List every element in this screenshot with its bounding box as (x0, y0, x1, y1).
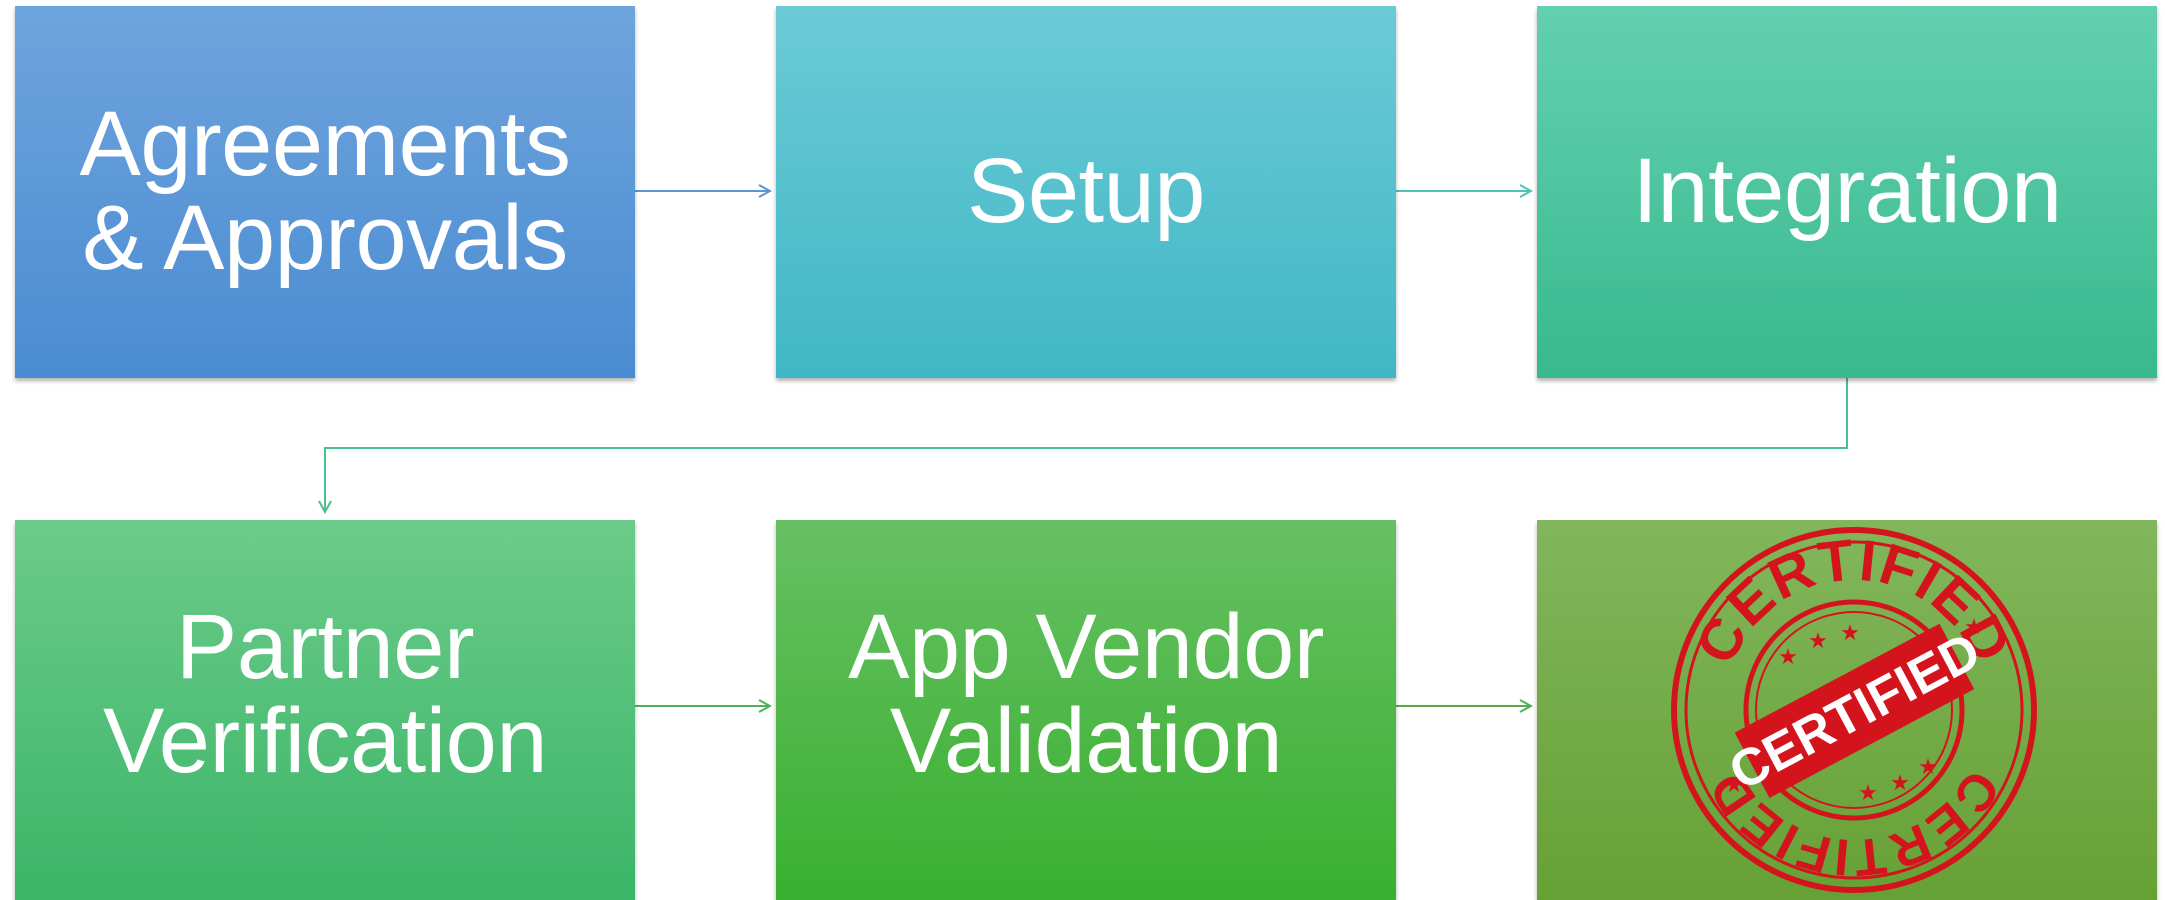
step-agreements-approvals: Agreements & Approvals (15, 6, 635, 378)
step-label-line: Verification (102, 690, 548, 792)
step-partner-verification: Partner Verification (15, 520, 635, 900)
step-label-line: Setup (967, 140, 1205, 243)
step-integration: Integration (1537, 6, 2157, 378)
step-label: Integration (1632, 140, 2062, 243)
stamp-inner-text: CERTIFIED (1720, 622, 1990, 802)
svg-text:★: ★ (1808, 629, 1828, 654)
step-label-line: & Approvals (82, 187, 568, 289)
step-label-line: App Vendor (848, 596, 1324, 699)
svg-text:★: ★ (1778, 645, 1798, 670)
step-label-line: Agreements (79, 93, 571, 196)
step-label-line: Integration (1632, 140, 2062, 243)
certified-stamp-icon: CERTIFIED CERTIFIED CERTIFIED ★ ★ ★ ★ ★ … (1671, 527, 2037, 893)
svg-text:★: ★ (1918, 755, 1938, 780)
step-app-vendor-validation: App Vendor Validation (776, 520, 1396, 900)
step-label-line: Partner (175, 596, 475, 699)
step-label: Setup (967, 140, 1205, 243)
svg-text:★: ★ (1724, 773, 1744, 798)
svg-text:★: ★ (1858, 781, 1878, 806)
step-label: Agreements & Approvals (79, 93, 571, 289)
arrow-3-to-4 (325, 378, 1848, 512)
svg-text:★: ★ (1890, 771, 1910, 796)
svg-text:★: ★ (1964, 615, 1984, 640)
step-label: App Vendor Validation (848, 596, 1324, 792)
step-label: Partner Verification (102, 596, 548, 792)
step-label-line: Validation (889, 690, 1283, 792)
step-setup: Setup (776, 6, 1396, 378)
svg-text:★: ★ (1840, 621, 1860, 646)
